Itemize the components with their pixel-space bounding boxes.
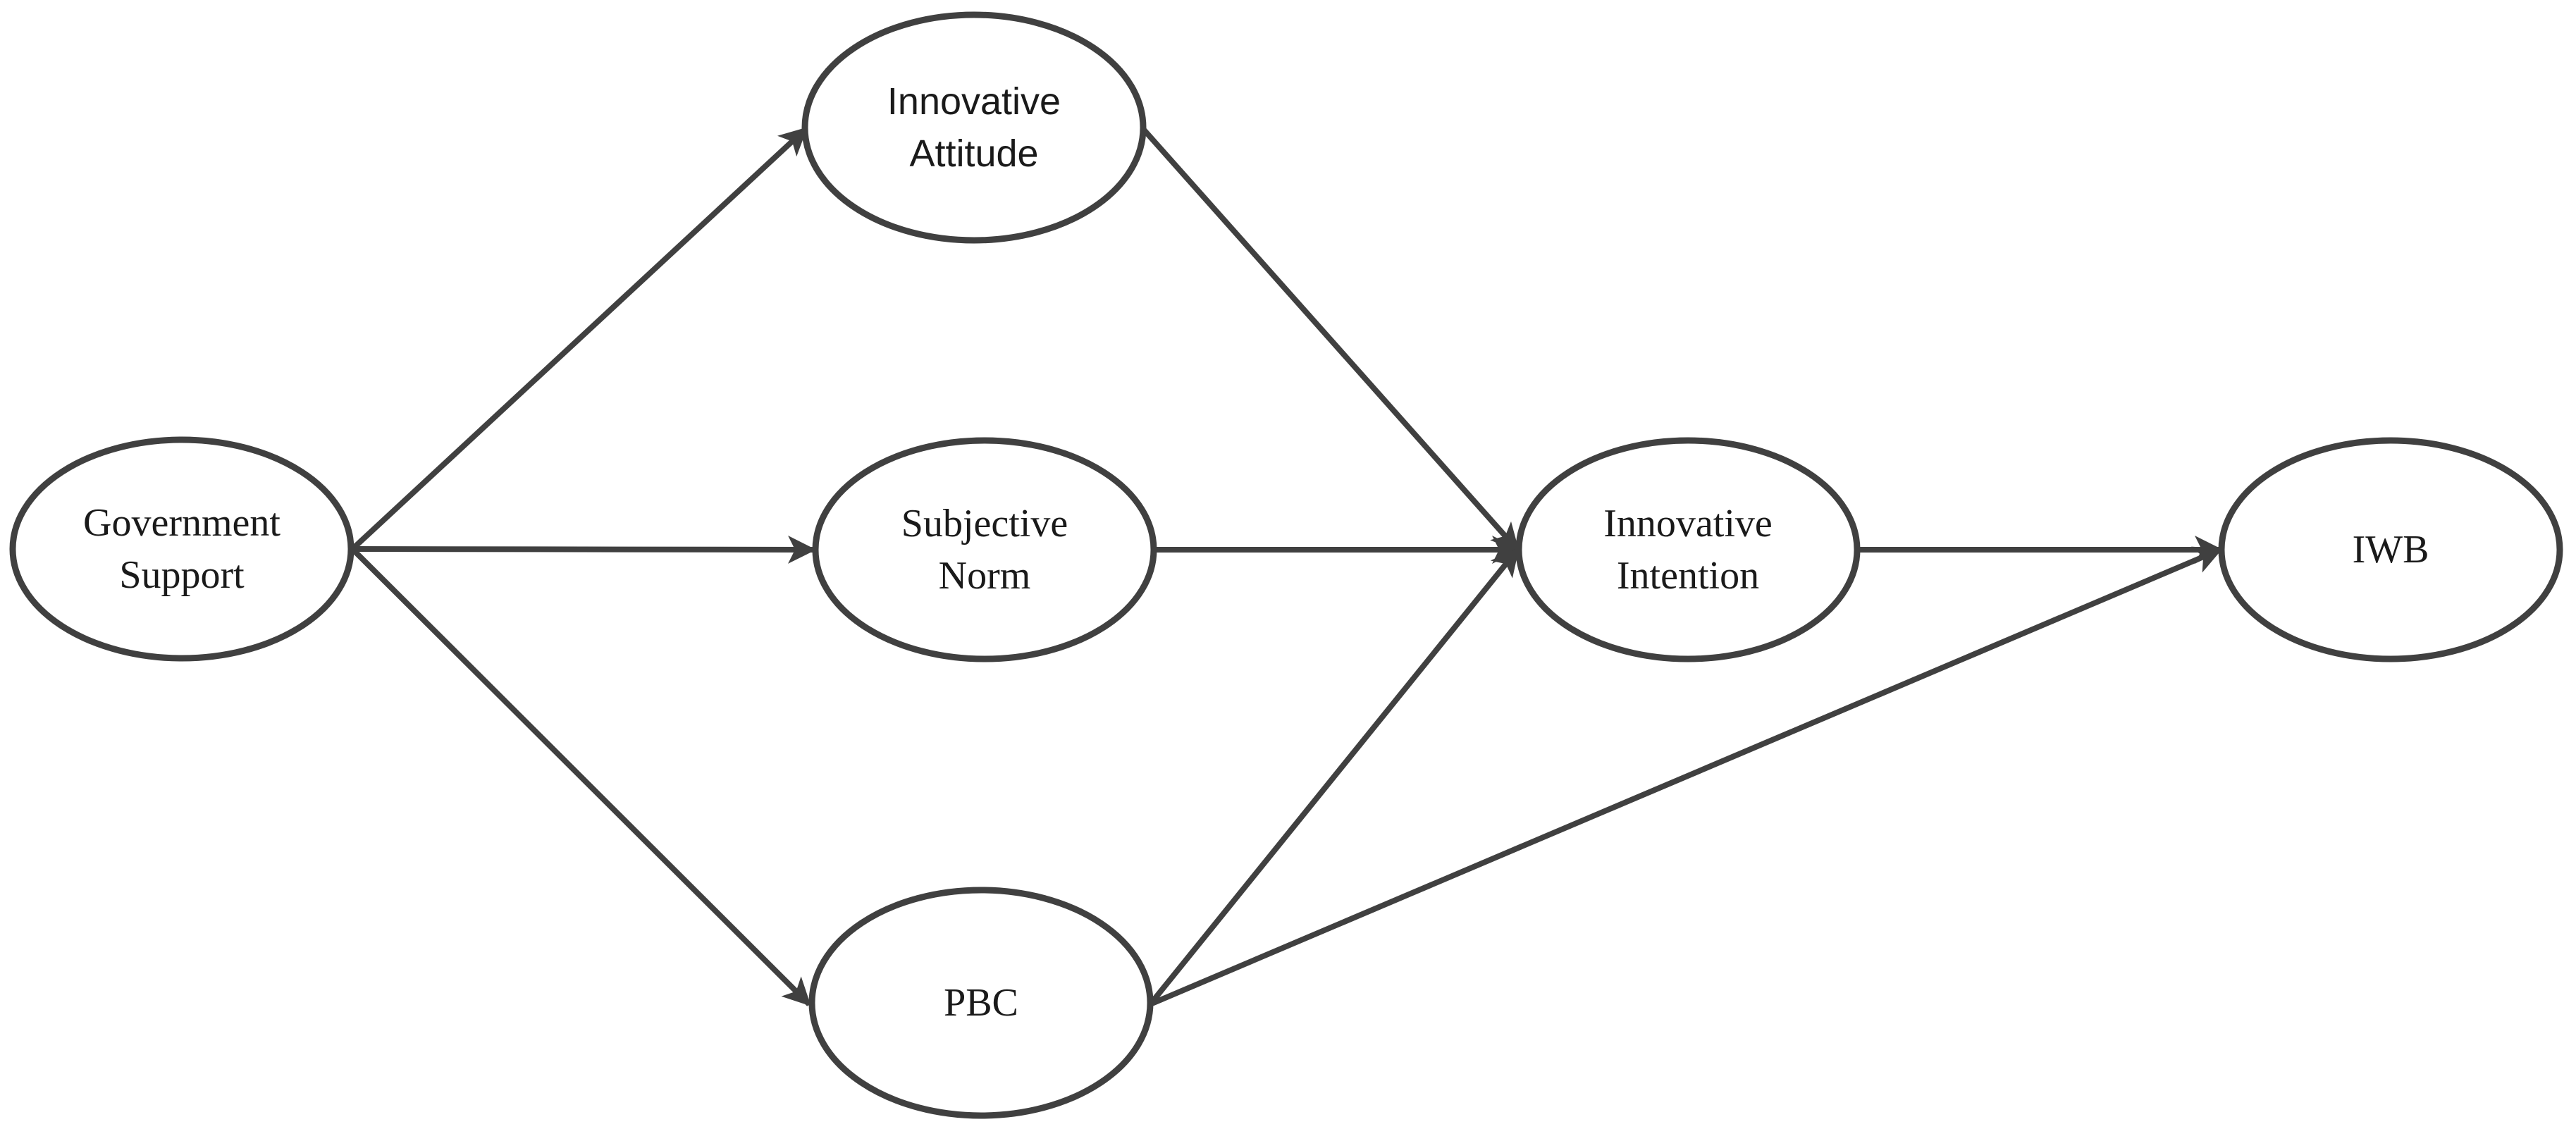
- edge-att-to-int: [1141, 127, 1520, 552]
- node-label-sn-line-1: Subjective: [901, 502, 1068, 545]
- edge-gov-to-sn: [352, 535, 816, 564]
- node-iwb: IWB: [2218, 437, 2563, 662]
- edges: [350, 127, 2223, 1007]
- node-label-att-line-1: Innovative: [887, 80, 1061, 123]
- node-label-iwb-line-1: IWB: [2353, 528, 2429, 572]
- node-ellipse-pbc: [808, 887, 1154, 1119]
- node-label-att-line-2: Attitude: [909, 132, 1038, 175]
- node-ellipse-iwb: [2218, 437, 2563, 662]
- node-ellipse-sn: [812, 437, 1157, 662]
- edge-pbc-to-int: [1147, 547, 1520, 1006]
- node-ellipse-att: [801, 11, 1147, 244]
- node-label-pbc-line-1: PBC: [944, 981, 1018, 1025]
- node-pbc: PBC: [808, 887, 1154, 1119]
- node-ellipse-gov: [9, 436, 355, 662]
- node-label-int-line-2: Intention: [1617, 554, 1759, 598]
- edge-gov-to-pbc: [350, 547, 811, 1006]
- node-label-sn-line-2: Norm: [939, 554, 1031, 598]
- edge-pbc-to-iwb: [1149, 546, 2223, 1007]
- node-label-gov-line-2: Support: [119, 553, 245, 597]
- nodes: GovernmentSupportInnovativeAttitudeSubje…: [9, 11, 2563, 1119]
- edge-gov-to-att: [350, 127, 808, 551]
- node-label-int-line-1: Innovative: [1603, 502, 1772, 545]
- node-label-gov-line-1: Government: [83, 501, 281, 545]
- node-ellipse-int: [1515, 437, 1861, 662]
